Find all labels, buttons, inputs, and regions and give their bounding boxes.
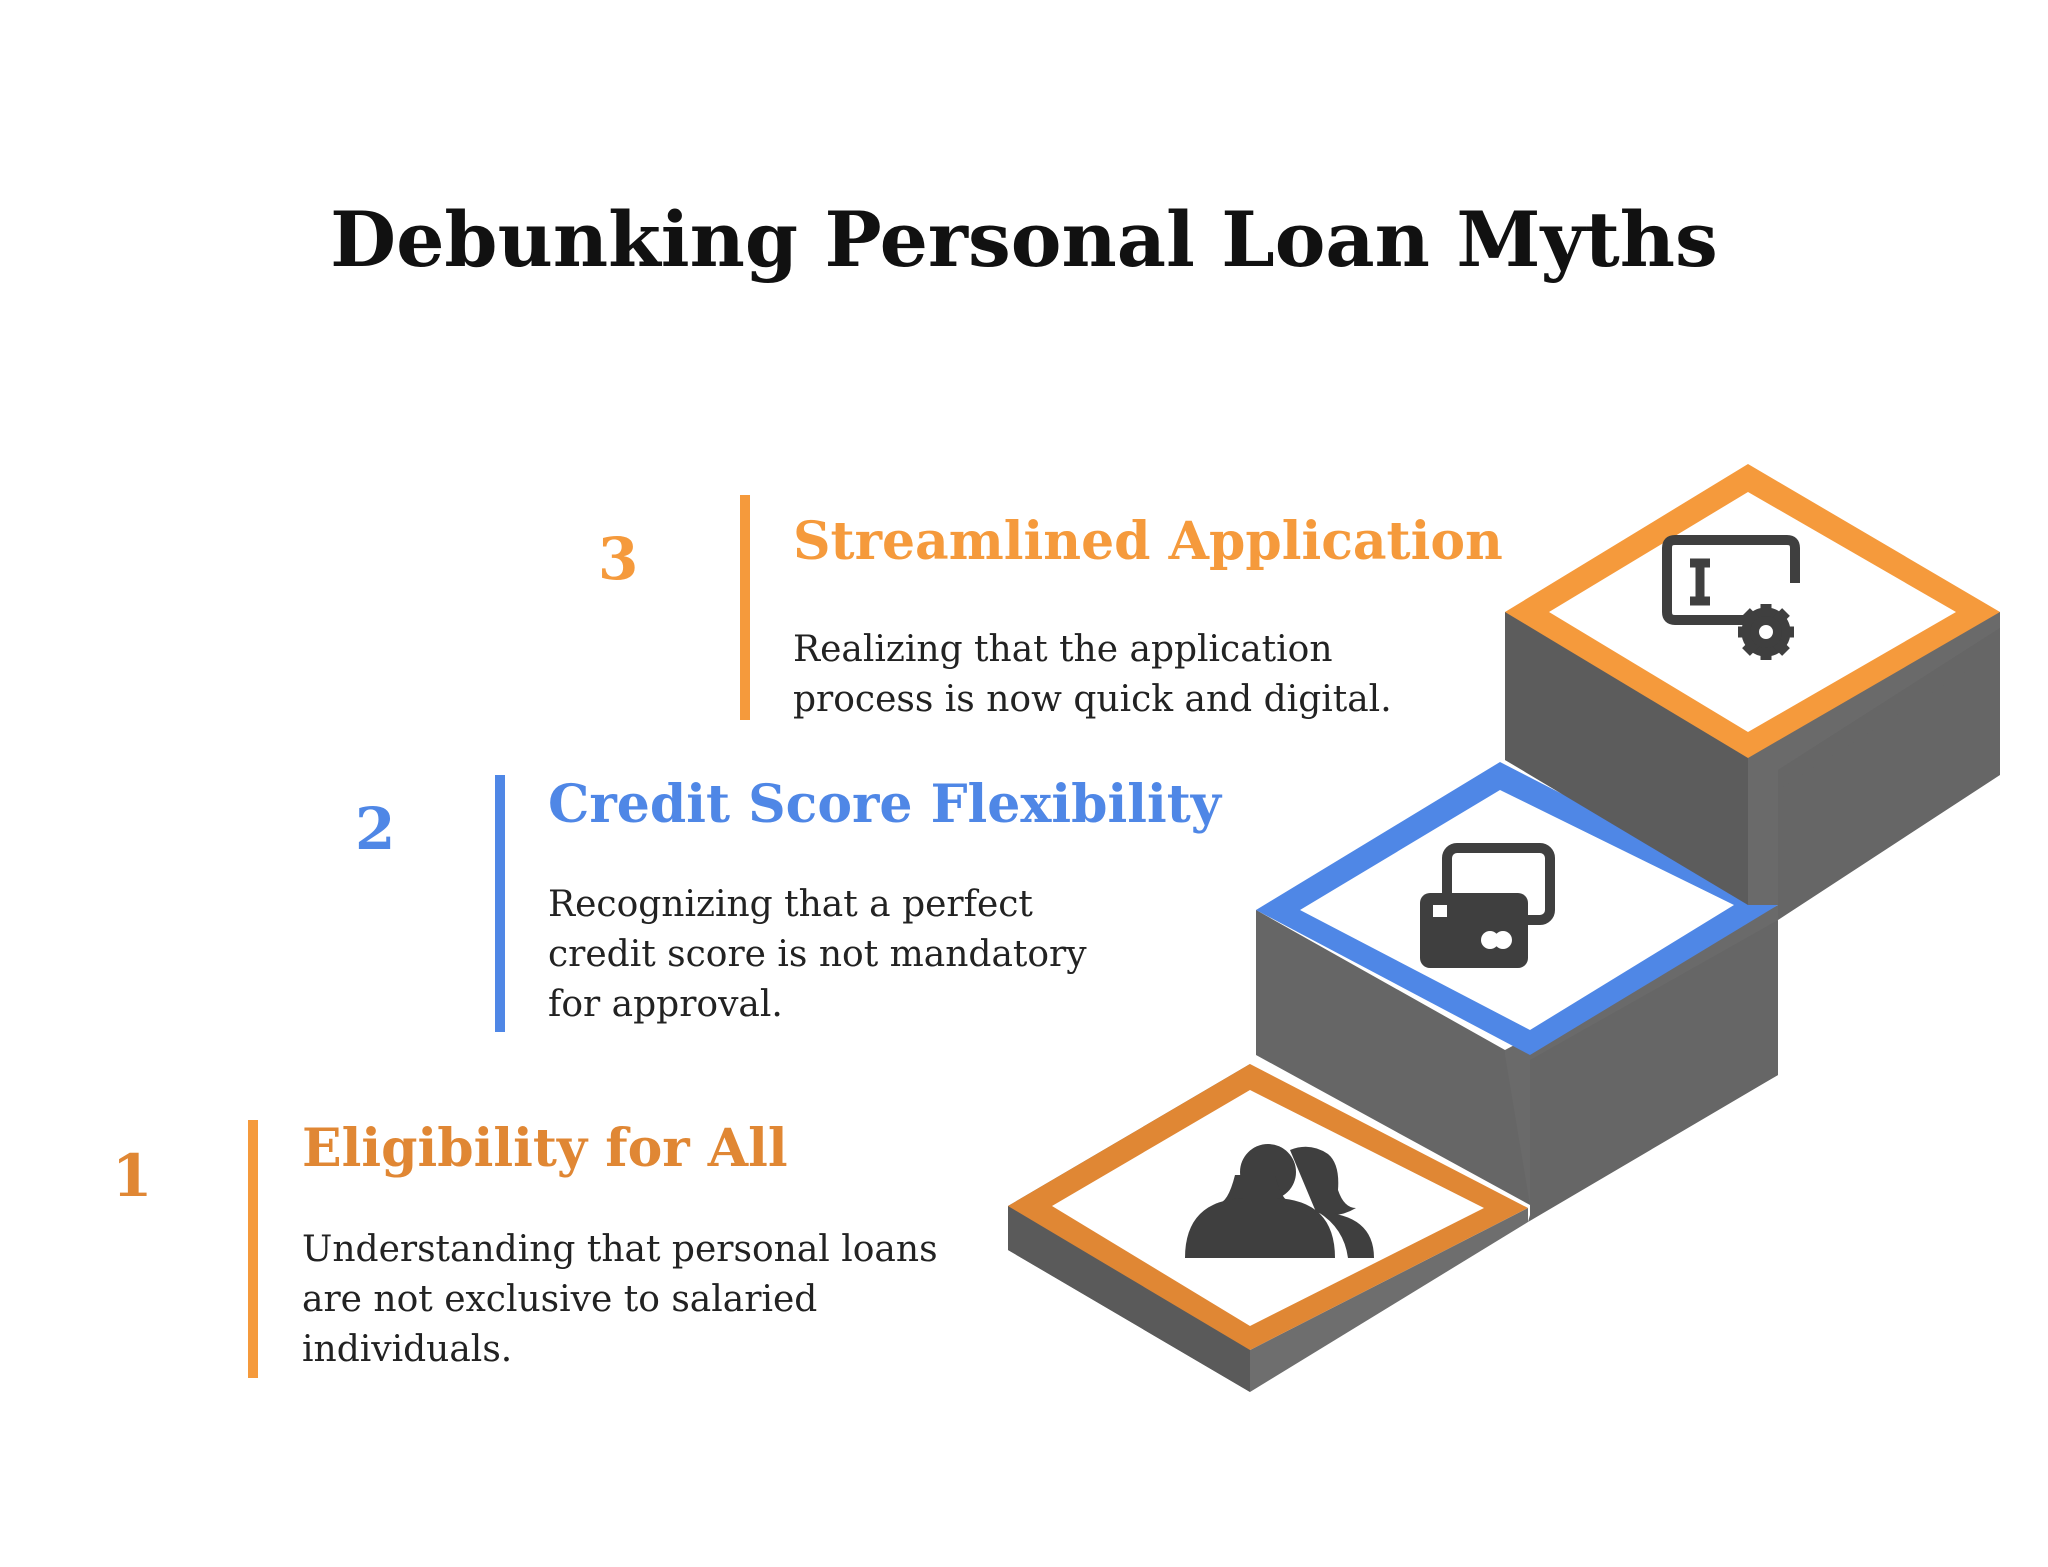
step-3-title: Streamlined Application [793,511,1503,572]
step-2-description: Recognizing that a perfect credit score … [548,884,1087,1025]
users-icon [1185,1144,1374,1258]
step-3-accent-bar [740,495,750,720]
step-1-description: Understanding that personal loans are no… [302,1229,938,1370]
form-settings-icon [1662,535,1800,660]
step-2-title: Credit Score Flexibility [548,774,1221,835]
step-3-description: Realizing that the application process i… [793,629,1392,720]
step-3-block [1505,464,2000,920]
step-3-number: 3 [598,525,639,593]
step-2-number: 2 [355,795,396,863]
step-1-title: Eligibility for All [302,1118,788,1179]
step-1-accent-bar [248,1120,258,1378]
credit-cards-icon [1420,843,1555,968]
step-1-number: 1 [112,1142,153,1210]
page-title: Debunking Personal Loan Myths [330,195,1718,284]
step-2-accent-bar [495,775,505,1032]
